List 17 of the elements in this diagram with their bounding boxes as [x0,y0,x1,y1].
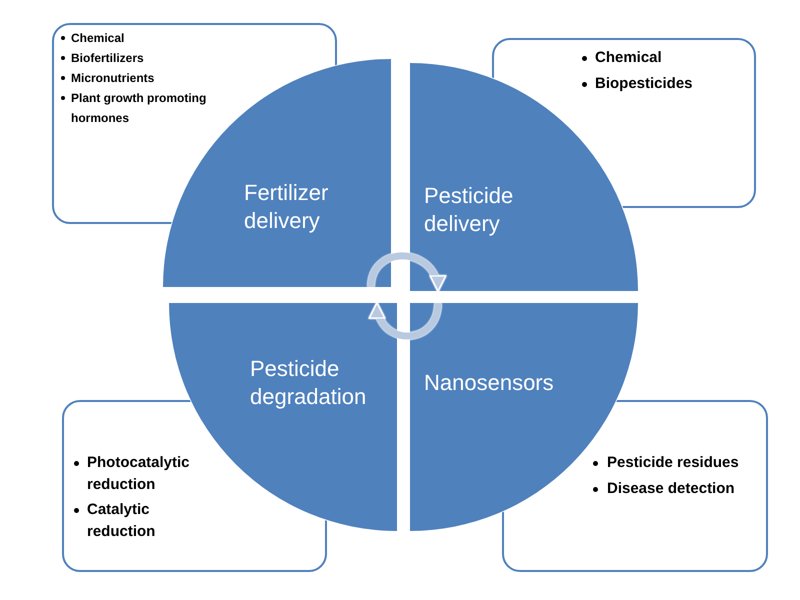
rounded-text-box [502,400,768,572]
bullet-text: Micronutrients [71,70,156,87]
bullet-text: Biopesticides [595,74,694,94]
curved-arrow [370,302,442,340]
bullet-text: Pesticide residues [607,453,740,473]
quadrant-label: Pesticide degradation [250,355,368,411]
bullet-text: Biofertilizers [71,50,145,67]
curved-arrow [368,252,444,292]
bullet-text: Chemical [71,30,126,47]
bullet-text: Catalytic reduction [87,500,156,542]
bullet-text: Photocatalytic reduction [87,453,191,495]
quadrant-label: Fertilizer delivery [244,179,330,235]
quadrant-label: Nanosensors [424,369,555,397]
bullet-text: Disease detection [607,479,736,499]
bullet-text: Chemical [595,48,663,68]
bullet-text: Plant growth promoting hormones [71,90,208,127]
quadrant-label: Pesticide delivery [424,182,514,238]
